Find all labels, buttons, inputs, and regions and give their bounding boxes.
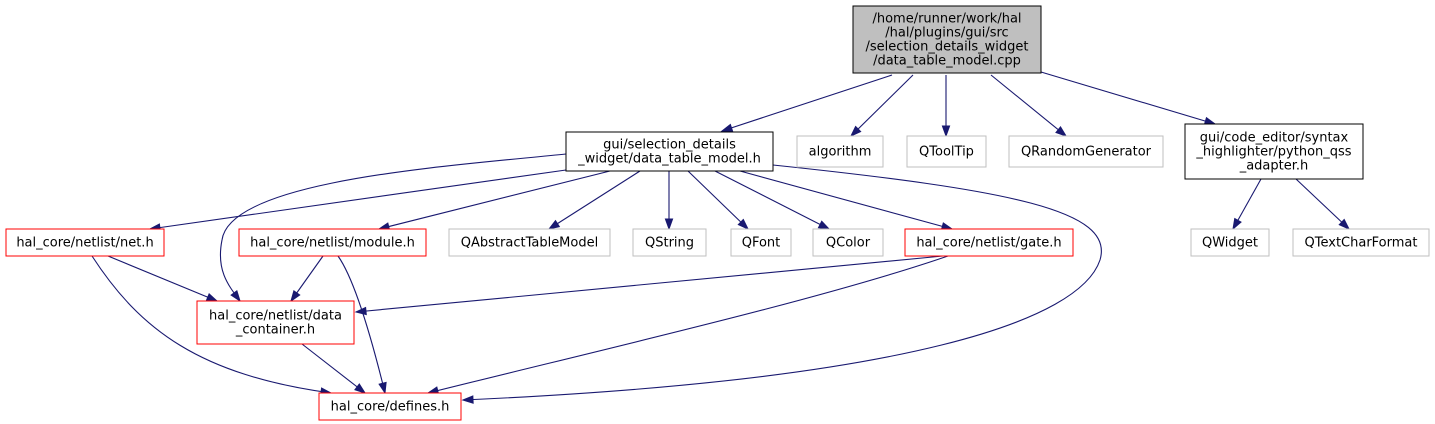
edge-root-to-algorithm <box>849 74 914 138</box>
node-qstring: QString <box>632 228 707 257</box>
node-box <box>318 392 462 421</box>
node-label-line: QWidget <box>1202 236 1258 251</box>
node-box <box>5 228 165 257</box>
node-label-line: QToolTip <box>919 145 974 160</box>
edge-dtm_h-to-qabstract <box>547 170 641 230</box>
node-root[interactable]: /home/runner/work/hal/hal/plugins/gui/sr… <box>852 5 1042 74</box>
edge-module_h-to-datacont <box>290 255 324 303</box>
node-box <box>565 131 774 172</box>
node-box <box>448 228 611 257</box>
edge-gate_h-to-defines <box>426 255 949 395</box>
nodes-layer: /home/runner/work/hal/hal/plugins/gui/sr… <box>5 5 1430 421</box>
arrow-head <box>1232 217 1242 231</box>
node-box <box>796 135 884 168</box>
edge-datacont-to-defines <box>301 343 367 394</box>
node-pyqss[interactable]: gui/code_editor/syntax_highlighter/pytho… <box>1184 123 1364 180</box>
arrow-head <box>378 381 387 395</box>
node-box <box>1190 228 1270 257</box>
node-label-line: /hal/plugins/gui/src <box>885 26 1008 41</box>
node-label-line: hal_core/netlist/data <box>209 309 342 324</box>
node-label-line: _highlighter/python_qss <box>1195 145 1351 160</box>
node-box <box>812 228 884 257</box>
arrow-head <box>354 383 367 394</box>
node-dtm_h[interactable]: gui/selection_details_widget/data_table_… <box>565 131 774 172</box>
edge-dtm_h-to-datacont <box>219 153 567 303</box>
node-qtextchar: QTextCharFormat <box>1292 228 1430 257</box>
arrow-head <box>720 123 734 132</box>
node-qwidget: QWidget <box>1190 228 1270 257</box>
node-label-line: hal_core/netlist/net.h <box>16 236 153 251</box>
arrow-head <box>1338 218 1351 231</box>
node-module_h[interactable]: hal_core/netlist/module.h <box>238 228 427 257</box>
arrow-head <box>1055 126 1068 137</box>
arrow-head <box>664 218 674 231</box>
node-label-line: algorithm <box>809 145 872 160</box>
edge-pyqss-to-qwidget <box>1232 178 1262 231</box>
edge-dtm_h-to-defines <box>461 164 1102 404</box>
arrow-head <box>461 395 474 404</box>
node-label-line: QTextCharFormat <box>1305 236 1418 251</box>
edge-gate_h-to-datacont <box>354 255 944 316</box>
node-defines[interactable]: hal_core/defines.h <box>318 392 462 421</box>
node-label-line: /selection_details_widget <box>866 40 1029 55</box>
node-box <box>196 300 355 345</box>
node-qtooltip: QToolTip <box>906 135 987 168</box>
edge-root-to-pyqss <box>1040 71 1217 126</box>
edge-root-to-qrandom <box>990 74 1068 137</box>
arrow-head <box>230 290 241 303</box>
node-qabstract: QAbstractTableModel <box>448 228 611 257</box>
arrow-head <box>354 306 367 316</box>
edge-pyqss-to-qtextchar <box>1295 178 1351 231</box>
arrow-head <box>547 219 561 230</box>
arrow-head <box>849 125 862 138</box>
node-label-line: QAbstractTableModel <box>461 236 598 251</box>
node-label-line: gui/code_editor/syntax <box>1200 131 1349 146</box>
edge-dtm_h-to-qfont <box>687 170 750 231</box>
node-qcolor: QColor <box>812 228 884 257</box>
arrow-head <box>737 218 750 231</box>
node-label-line: hal_core/netlist/module.h <box>250 236 415 251</box>
node-qfont: QFont <box>730 228 792 257</box>
node-box <box>906 135 987 168</box>
node-box <box>1008 135 1164 168</box>
node-label-line: _container.h <box>235 323 315 338</box>
node-box <box>1292 228 1430 257</box>
node-label-line: hal_core/defines.h <box>331 400 450 415</box>
node-net_h[interactable]: hal_core/netlist/net.h <box>5 228 165 257</box>
node-gate_h[interactable]: hal_core/netlist/gate.h <box>904 228 1074 257</box>
node-box <box>632 228 707 257</box>
node-box <box>1184 123 1364 180</box>
node-label-line: /home/runner/work/hal <box>872 12 1021 27</box>
node-label-line: _adapter.h <box>1239 159 1309 174</box>
arrow-head <box>817 220 831 230</box>
node-qrandom: QRandomGenerator <box>1008 135 1164 168</box>
node-box <box>730 228 792 257</box>
node-label-line: QRandomGenerator <box>1021 145 1152 160</box>
node-label-line: QString <box>645 236 694 251</box>
node-label-line: QFont <box>742 236 781 251</box>
node-label-line: QColor <box>826 236 871 251</box>
node-box <box>904 228 1074 257</box>
node-label-line: _widget/data_table_model.h <box>577 152 761 167</box>
node-datacont[interactable]: hal_core/netlist/data_container.h <box>196 300 355 345</box>
edge-root-to-dtm_h <box>720 74 893 132</box>
edge-root-to-qtooltip <box>941 75 951 138</box>
edge-net_h-to-datacont <box>107 255 219 302</box>
edge-dtm_h-to-net_h <box>148 169 567 232</box>
arrow-head <box>205 293 219 302</box>
edge-dtm_h-to-qstring <box>664 171 674 231</box>
node-box <box>852 5 1042 74</box>
arrow-head <box>290 289 301 303</box>
node-label-line: hal_core/netlist/gate.h <box>916 236 1061 251</box>
node-box <box>238 228 427 257</box>
edge-dtm_h-to-qcolor <box>714 170 831 230</box>
node-label-line: gui/selection_details <box>603 138 736 153</box>
node-label-line: /data_table_model.cpp <box>873 54 1021 69</box>
arrow-head <box>941 125 951 138</box>
edges-layer <box>91 71 1351 404</box>
node-algorithm: algorithm <box>796 135 884 168</box>
